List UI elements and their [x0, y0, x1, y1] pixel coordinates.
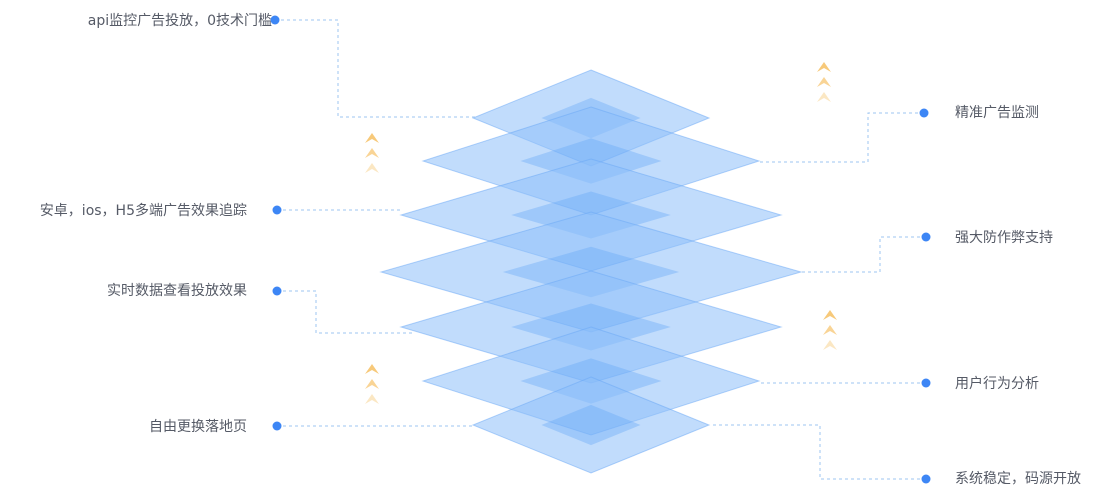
- feature-label-anti-fraud: 强大防作弊支持: [955, 230, 1053, 246]
- dot-icon: [270, 15, 280, 25]
- connector-api-monitoring: [275, 19, 478, 118]
- plate-stack: [379, 69, 803, 474]
- chevron-up-icon: [365, 163, 379, 173]
- connector-lines: [275, 19, 926, 480]
- chevron-up-group-1: [817, 62, 831, 102]
- dot-icon: [921, 474, 931, 484]
- chevron-up-icon: [817, 62, 831, 72]
- chevron-up-icon: [365, 394, 379, 404]
- feature-label-stable-open-source: 系统稳定，码源开放: [955, 471, 1081, 487]
- chevron-up-icon: [817, 92, 831, 102]
- feature-label-precise-monitoring: 精准广告监测: [955, 105, 1039, 121]
- connector-anti-fraud: [800, 236, 926, 273]
- dot-icon: [272, 421, 282, 431]
- connector-stable-open-source: [712, 424, 926, 480]
- dot-icon: [919, 108, 929, 118]
- dot-icon: [272, 205, 282, 215]
- chevron-up-icon: [823, 325, 837, 335]
- chevron-up-icon: [365, 379, 379, 389]
- dot-icon: [921, 232, 931, 242]
- dot-icon: [921, 378, 931, 388]
- feature-label-multi-platform-tracking: 安卓，ios，H5多端广告效果追踪: [39, 203, 247, 219]
- up-arrow-groups: [365, 62, 837, 404]
- chevron-up-icon: [365, 148, 379, 158]
- connector-precise-monitoring: [760, 112, 924, 163]
- chevron-up-icon: [823, 310, 837, 320]
- dot-icon: [272, 286, 282, 296]
- feature-label-user-behavior: 用户行为分析: [955, 376, 1039, 392]
- chevron-up-group-2: [365, 133, 379, 173]
- connector-realtime-data: [277, 290, 412, 334]
- connector-dots: [270, 15, 931, 484]
- chevron-up-icon: [365, 364, 379, 374]
- plate-layer-7: [471, 376, 711, 474]
- chevron-up-icon: [817, 77, 831, 87]
- plate-core-7: [541, 404, 641, 446]
- feature-label-api-monitoring: api监控广告投放，0技术门槛: [87, 13, 272, 29]
- chevron-up-icon: [365, 133, 379, 143]
- feature-label-realtime-data: 实时数据查看投放效果: [107, 283, 247, 299]
- chevron-up-group-4: [365, 364, 379, 404]
- chevron-up-group-3: [823, 310, 837, 350]
- chevron-up-icon: [823, 340, 837, 350]
- feature-label-landing-page: 自由更换落地页: [149, 419, 247, 435]
